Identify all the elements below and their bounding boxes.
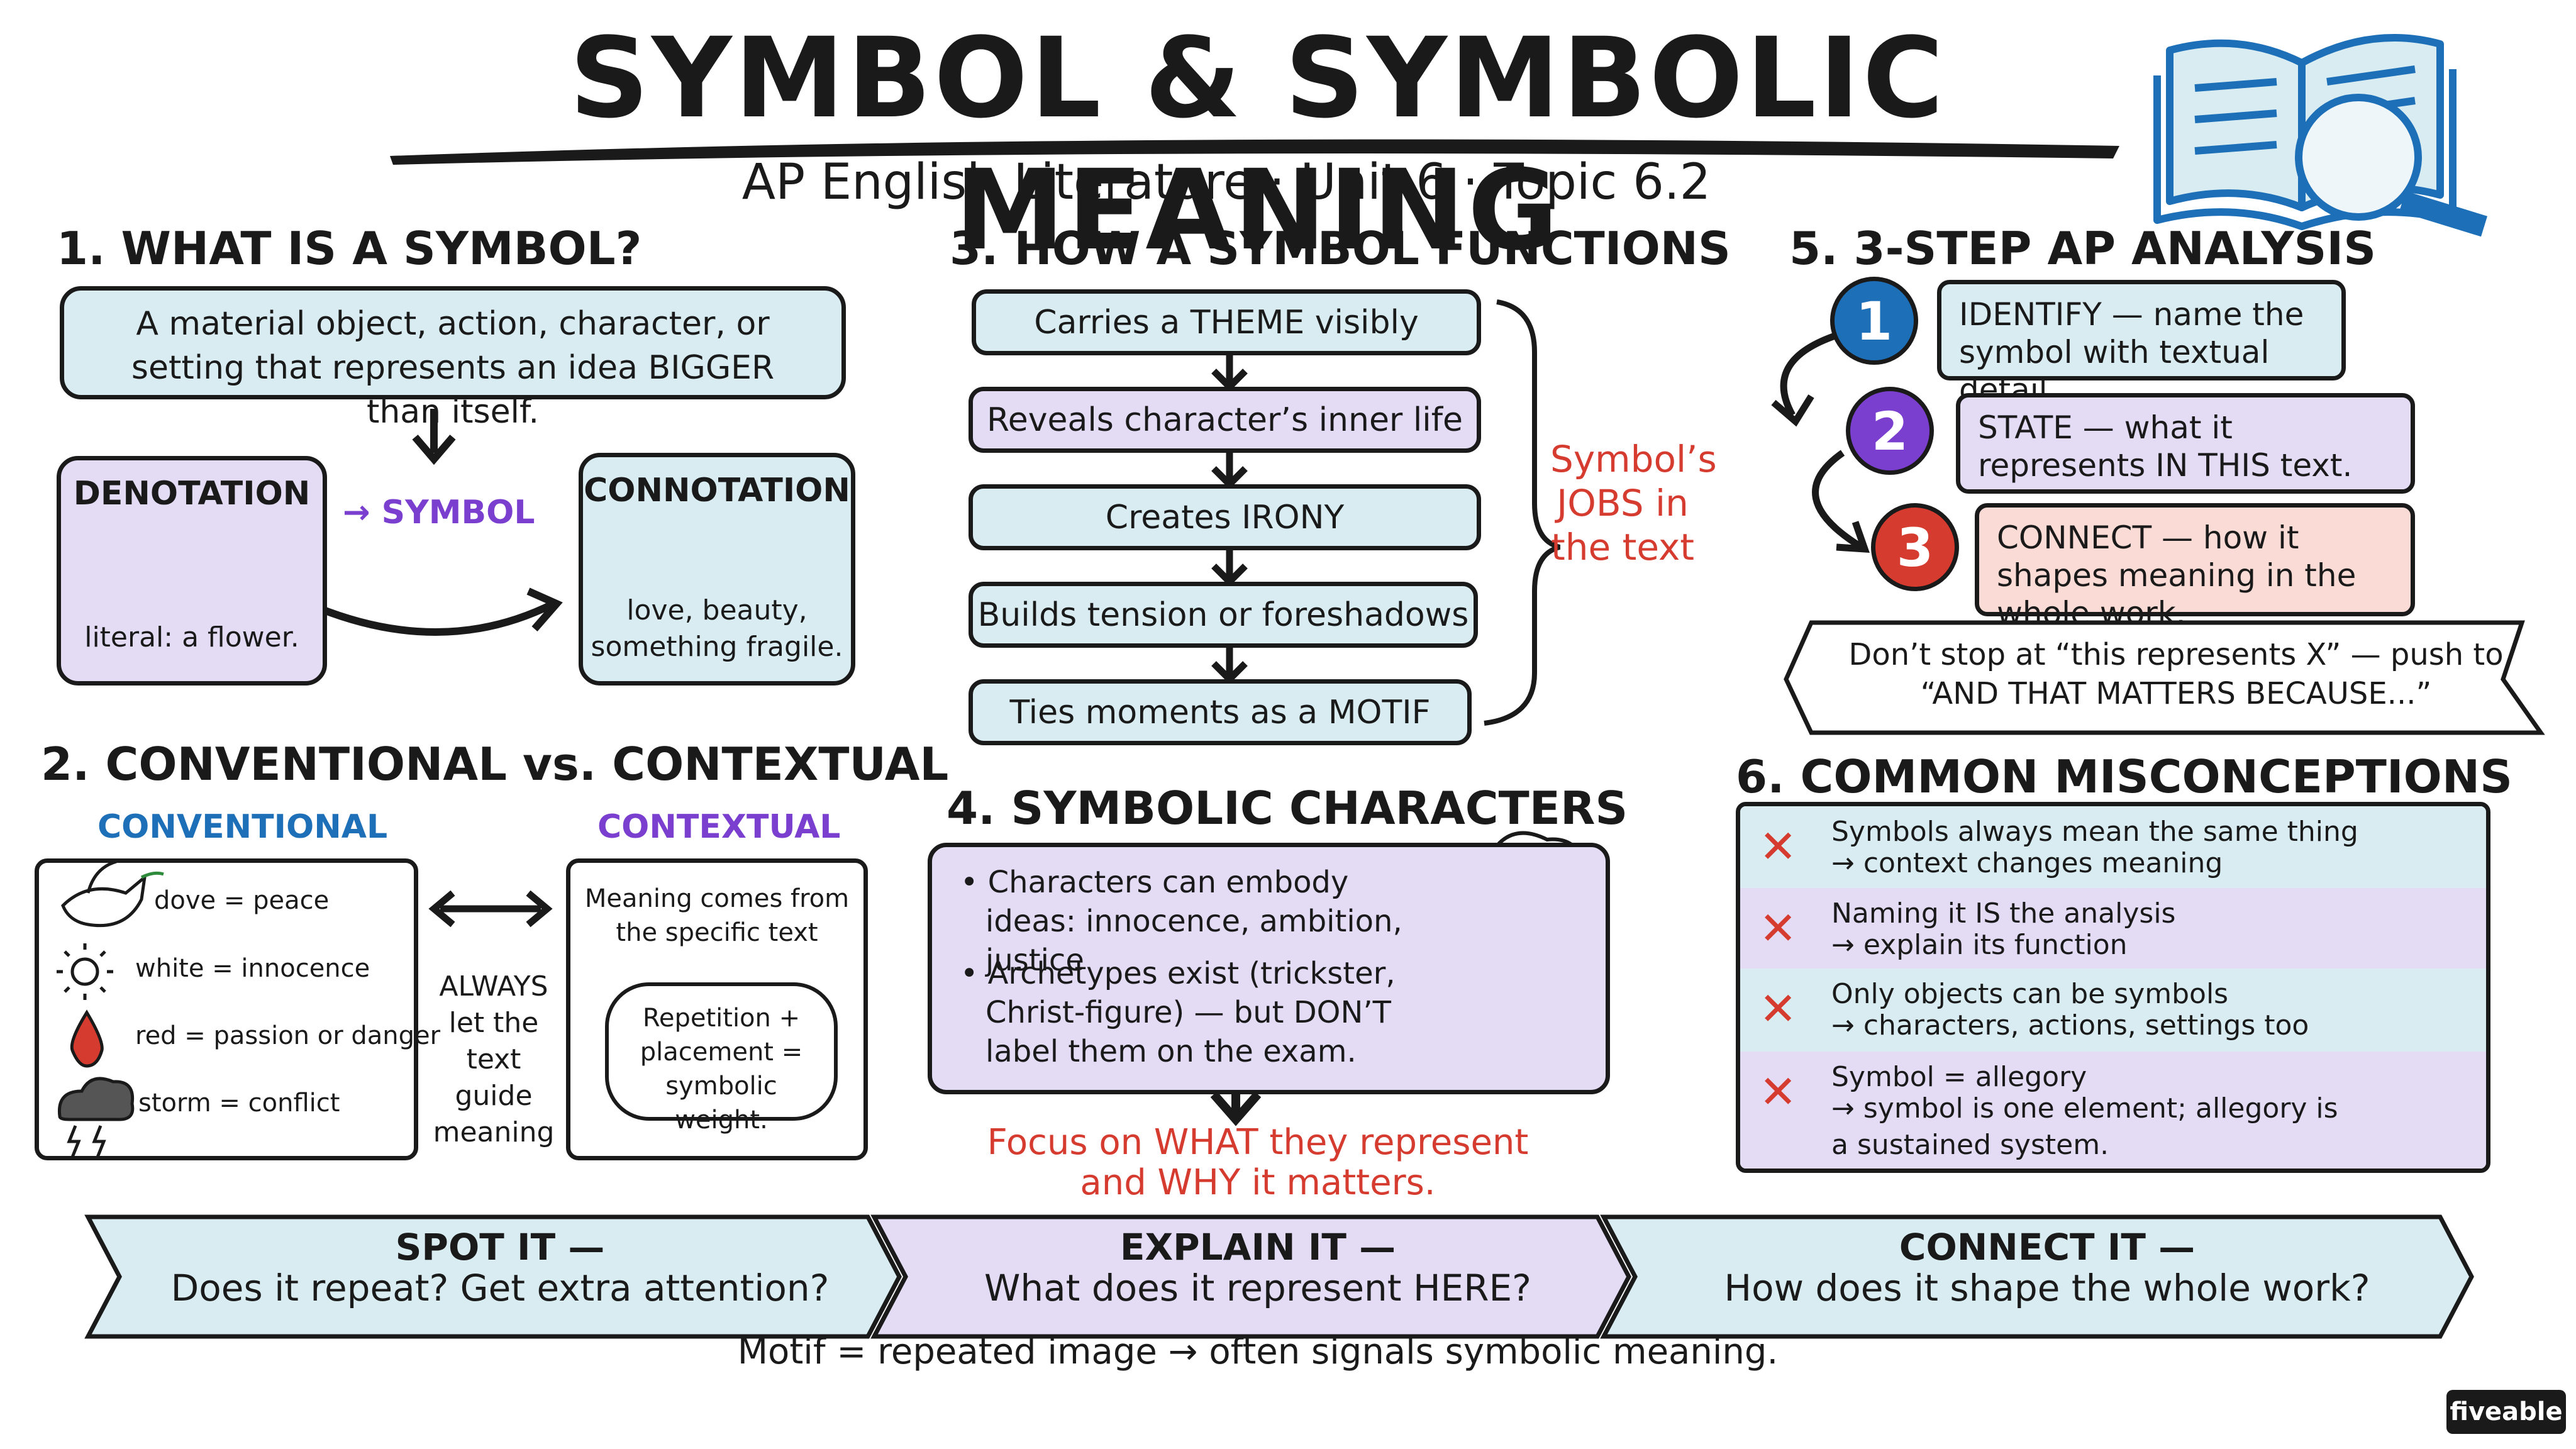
step-number-2: 2 bbox=[1846, 387, 1934, 475]
misconception-fix: → symbol is one element; allegory is a s… bbox=[1831, 1092, 2338, 1161]
misconception-myth: Naming it IS the analysis bbox=[1831, 897, 2176, 930]
misconception-row: ✕ Symbol = allegory → symbol is one elem… bbox=[1740, 1052, 2486, 1169]
contextual-text: Meaning comes from the specific text bbox=[584, 884, 850, 947]
misconception-myth: Symbol = allegory bbox=[1831, 1061, 2087, 1093]
spot-it-title: SPOT IT — bbox=[395, 1226, 605, 1269]
definition-box: A material object, action, character, or… bbox=[60, 286, 846, 431]
spot-it-text: Does it repeat? Get extra attention? bbox=[170, 1267, 830, 1309]
connotation-box: CONNOTATION love, beauty, something frag… bbox=[579, 453, 855, 686]
storm-cloud-icon bbox=[57, 1077, 135, 1158]
curved-arrow bbox=[306, 587, 563, 636]
analysis-step: STATE — what it represents IN THIS text. bbox=[1956, 393, 2415, 494]
misconception-myth: Only objects can be symbols bbox=[1831, 978, 2229, 1010]
conventional-item: red = passion or danger bbox=[135, 1021, 441, 1050]
misconception-row: ✕ Naming it IS the analysis → explain it… bbox=[1740, 888, 2486, 972]
curved-arrow-1-2 bbox=[1771, 330, 1844, 427]
x-mark-icon: ✕ bbox=[1759, 902, 1797, 955]
motif-note: Motif = repeated image → often signals s… bbox=[737, 1331, 1779, 1372]
focus-note: Focus on WHAT they represent and WHY it … bbox=[987, 1122, 1529, 1203]
step-number-3: 3 bbox=[1871, 503, 1959, 591]
character-bullet: • Archetypes exist (trickster, Christ-fi… bbox=[960, 956, 1396, 1069]
conventional-box bbox=[35, 858, 418, 1160]
misconceptions-list: ✕ Symbols always mean the same thing → c… bbox=[1736, 802, 2490, 1173]
dove-icon bbox=[61, 860, 164, 928]
section3-heading: 3. HOW A SYMBOL FUNCTIONS bbox=[950, 222, 1731, 275]
section1-heading: 1. WHAT IS A SYMBOL? bbox=[57, 222, 642, 275]
brand-logo: fiveable bbox=[2446, 1390, 2566, 1434]
character-bullet-text: Characters can embody ideas: innocence, … bbox=[985, 865, 1402, 978]
sun-icon bbox=[57, 943, 113, 1000]
denotation-box: DENOTATION literal: a flower. bbox=[57, 456, 327, 686]
explain-it-title: EXPLAIN IT — bbox=[1119, 1226, 1396, 1269]
title-underline bbox=[390, 139, 2119, 165]
banner-ribbon bbox=[1784, 620, 2545, 735]
brace bbox=[1484, 299, 1561, 726]
always-note: ALWAYS let the text guide meaning bbox=[433, 970, 555, 1148]
function-step: Reveals character’s inner life bbox=[969, 387, 1481, 453]
connect-it-text: How does it shape the whole work? bbox=[1724, 1267, 2370, 1309]
footer-chevron-explain bbox=[870, 1214, 1631, 1339]
footer-chevron-spot bbox=[84, 1214, 902, 1339]
misconception-row: ✕ Only objects can be symbols → characte… bbox=[1740, 969, 2486, 1055]
brace-label: Symbol’s JOBS in the text bbox=[1550, 438, 1717, 569]
curved-arrow-2-3 bbox=[1812, 450, 1870, 553]
analysis-step: IDENTIFY — name the symbol with textual … bbox=[1937, 280, 2346, 408]
contextual-label: CONTEXTUAL bbox=[597, 808, 841, 846]
characters-box: • Characters can embody ideas: innocence… bbox=[928, 843, 1610, 1094]
misconception-row: ✕ Symbols always mean the same thing → c… bbox=[1740, 806, 2486, 892]
misconception-fix: → explain its function bbox=[1831, 929, 2128, 961]
connect-it-title: CONNECT IT — bbox=[1899, 1226, 2196, 1269]
character-bullet-text: Archetypes exist (trickster, Christ-figu… bbox=[985, 956, 1396, 1069]
page-subtitle: AP English Literature · Unit 6 · Topic 6… bbox=[741, 154, 1711, 211]
x-mark-icon: ✕ bbox=[1759, 1065, 1797, 1118]
character-bullet: • Characters can embody ideas: innocence… bbox=[960, 865, 1402, 978]
connotation-title: CONNOTATION bbox=[584, 472, 850, 509]
step-number-1: 1 bbox=[1830, 277, 1918, 365]
symbol-arrow-label: → SYMBOL bbox=[343, 494, 535, 531]
function-step: Ties moments as a MOTIF bbox=[969, 679, 1472, 745]
drop-icon bbox=[70, 1009, 104, 1068]
misconception-fix: → context changes meaning bbox=[1831, 847, 2223, 879]
section5-heading: 5. 3-STEP AP ANALYSIS bbox=[1789, 222, 2377, 275]
conventional-item: dove = peace bbox=[154, 886, 330, 915]
denotation-caption: literal: a flower. bbox=[84, 621, 299, 653]
conventional-item: white = innocence bbox=[135, 954, 370, 983]
misconception-myth: Symbols always mean the same thing bbox=[1831, 816, 2358, 848]
function-step: Creates IRONY bbox=[969, 484, 1481, 550]
section4-heading: 4. SYMBOLIC CHARACTERS bbox=[947, 782, 1628, 835]
book-magnifier-icon bbox=[2153, 34, 2487, 237]
double-arrow bbox=[428, 890, 553, 928]
section2-heading: 2. CONVENTIONAL vs. CONTEXTUAL bbox=[41, 738, 949, 791]
down-arrow bbox=[412, 409, 456, 465]
denotation-title: DENOTATION bbox=[73, 475, 311, 513]
explain-it-text: What does it represent HERE? bbox=[984, 1267, 1531, 1309]
x-mark-icon: ✕ bbox=[1759, 820, 1797, 873]
contextual-box: Meaning comes from the specific text Rep… bbox=[566, 858, 868, 1160]
misconception-fix: → characters, actions, settings too bbox=[1831, 1009, 2309, 1041]
function-step: Carries a THEME visibly bbox=[972, 289, 1481, 355]
section6-heading: 6. COMMON MISCONCEPTIONS bbox=[1736, 750, 2513, 803]
footer-chevron-connect bbox=[1600, 1214, 2474, 1339]
analysis-step: CONNECT — how it shapes meaning in the w… bbox=[1975, 503, 2415, 631]
x-mark-icon: ✕ bbox=[1759, 982, 1797, 1035]
analysis-banner: Don’t stop at “this represents X” — push… bbox=[1848, 637, 2504, 711]
page-title: SYMBOL & SYMBOLIC MEANING bbox=[569, 14, 1946, 275]
function-step: Builds tension or foreshadows bbox=[969, 582, 1478, 648]
contextual-bubble: Repetition + placement = symbolic weight… bbox=[605, 982, 838, 1135]
conventional-item: storm = conflict bbox=[138, 1089, 340, 1118]
connotation-caption: love, beauty, something fragile. bbox=[591, 594, 843, 663]
conventional-label: CONVENTIONAL bbox=[97, 808, 388, 846]
